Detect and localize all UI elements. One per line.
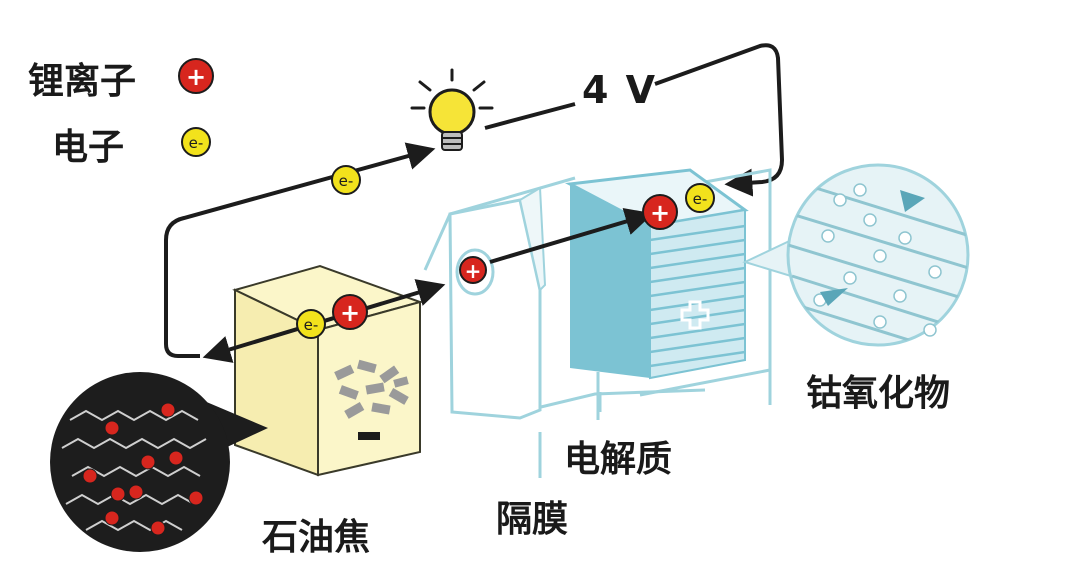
negative-electrode-sign xyxy=(358,432,380,440)
cathode-label: 钴氧化物 xyxy=(806,373,951,414)
electron-label: e- xyxy=(339,172,354,190)
ion-icon: + xyxy=(642,194,678,230)
circuit-wire-right xyxy=(654,43,785,197)
electrolyte-label: 电解质 xyxy=(564,439,673,480)
separator-label: 隔膜 xyxy=(496,499,569,540)
ion-icon: + xyxy=(459,256,487,284)
circuit-wire-top xyxy=(484,102,576,130)
electron-icon: e- xyxy=(296,309,326,339)
ion-label: + xyxy=(465,259,482,283)
legend-lithium-ion-label: 锂离子 xyxy=(28,61,137,102)
legend-electron-label: 电子 xyxy=(52,127,125,168)
cathode-inset-magnifier xyxy=(742,163,970,347)
anode-block xyxy=(232,264,424,477)
electron-label: e- xyxy=(693,190,708,208)
electron-icon: e- xyxy=(331,165,361,195)
legend-ion-symbol: + xyxy=(186,63,206,91)
legend-ion-icon: + xyxy=(178,58,214,94)
electron-label: e- xyxy=(304,316,319,334)
anode-label: 石油焦 xyxy=(262,517,371,558)
ion-icon: + xyxy=(332,294,368,330)
light-bulb-icon xyxy=(410,68,494,151)
voltage-label: 4 V xyxy=(582,68,658,112)
anode-inset-magnifier xyxy=(50,372,268,552)
cell-casing xyxy=(423,168,772,414)
circuit-wire xyxy=(164,142,436,358)
electron-icon: e- xyxy=(685,183,715,213)
ion-label: + xyxy=(340,299,360,327)
separator-membrane xyxy=(448,186,547,420)
ion-label: + xyxy=(650,199,670,227)
legend-electron-symbol: e- xyxy=(189,134,204,152)
legend-electron-icon: e- xyxy=(181,127,211,157)
ion-arrow xyxy=(489,207,654,264)
